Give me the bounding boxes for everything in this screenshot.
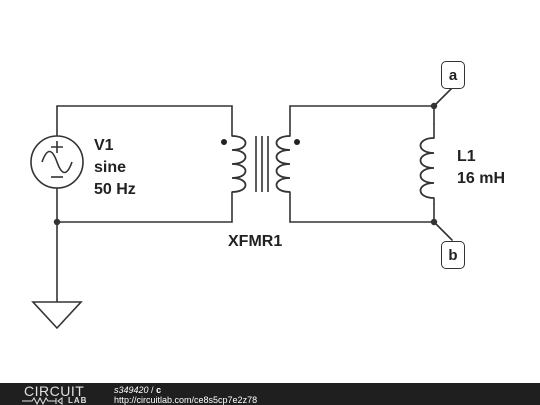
transformer-name-label: XFMR1	[228, 233, 283, 250]
wire-top-left	[56, 105, 233, 137]
wire-node-b	[433, 221, 453, 241]
inductor-value-label: 16 mH	[457, 170, 506, 187]
logo-resistor-icon	[22, 397, 63, 405]
wire-bottom-left	[56, 191, 233, 223]
transformer-secondary-coil	[275, 135, 291, 193]
junction-dot-ground	[53, 218, 61, 226]
footer-bar: CIRCUIT LAB s349420 / c http://circuitla…	[0, 383, 540, 405]
circuitlab-logo-top: CIRCUIT	[24, 383, 85, 399]
junction-dot-a	[430, 102, 438, 110]
source-frequency-label: 50 Hz	[94, 181, 136, 198]
secondary-polarity-dot	[294, 139, 300, 145]
schematic-url-link[interactable]: http://circuitlab.com/ce8s5cp7e2z78	[114, 395, 258, 405]
ground-icon	[31, 301, 83, 330]
node-label-a[interactable]: a	[441, 61, 465, 89]
schematic-name: c	[156, 385, 162, 395]
wire-bottom-right	[289, 203, 435, 223]
sine-source-symbol	[30, 135, 84, 189]
schematic-id-text: s349420	[114, 385, 149, 395]
circuitlab-logo-bottom: LAB	[68, 396, 88, 405]
primary-polarity-dot	[221, 139, 227, 145]
source-name-label: V1	[94, 137, 114, 154]
transformer-primary-coil	[231, 135, 247, 193]
transformer-core	[255, 136, 269, 192]
schematic-id: s349420 / c	[114, 385, 161, 395]
junction-dot-b	[430, 218, 438, 226]
schematic-id-separator: /	[148, 385, 157, 395]
node-label-b[interactable]: b	[441, 241, 465, 269]
wire-node-a	[433, 87, 453, 107]
inductor-name-label: L1	[457, 148, 476, 165]
wire-top-right	[289, 105, 435, 125]
schematic-canvas	[30, 87, 453, 330]
source-type-label: sine	[94, 159, 127, 176]
inductor-coil	[419, 137, 435, 199]
